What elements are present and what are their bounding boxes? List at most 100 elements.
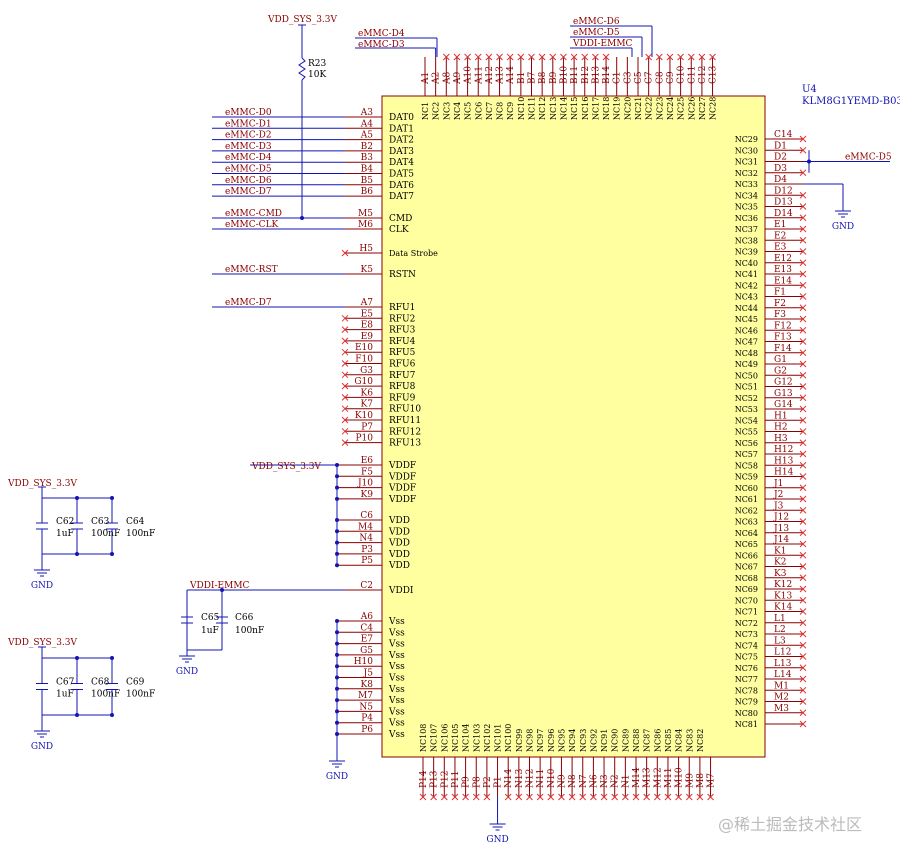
pin-name: NC31 — [735, 158, 758, 167]
pin-number: N7 — [579, 774, 589, 788]
pin-number: M9 — [685, 773, 695, 788]
pin-number: K12 — [774, 580, 792, 590]
pin-name: Vss — [388, 674, 405, 684]
pin-name: NC62 — [735, 506, 758, 515]
no-connect-mark — [799, 518, 807, 525]
pin-number: F2 — [774, 299, 786, 309]
pin-name: VDDI — [388, 586, 414, 596]
pin-name: NC16 — [581, 97, 590, 120]
junction-dot — [300, 216, 304, 220]
pin-number: P14 — [419, 770, 429, 788]
ground-label: GND — [176, 667, 198, 677]
pin-number: K1 — [774, 546, 786, 556]
no-connect-mark — [799, 495, 807, 503]
no-connect-mark — [341, 348, 349, 356]
pin-name: NC105 — [451, 724, 460, 752]
no-connect-mark — [799, 720, 807, 728]
no-connect-mark — [799, 405, 807, 413]
component-value: 1uF — [56, 690, 74, 700]
pin-number: E8 — [361, 321, 374, 331]
no-connect-mark — [462, 793, 469, 801]
no-connect-mark — [675, 793, 682, 801]
pin-number: C7 — [645, 71, 655, 84]
pin-name: NC84 — [675, 729, 684, 752]
pin-name: Vss — [388, 707, 405, 717]
no-connect-mark — [799, 641, 807, 649]
pin-name: NC99 — [515, 729, 524, 752]
no-connect-mark — [799, 270, 807, 278]
no-connect-mark — [707, 793, 714, 801]
pin-name: NC56 — [735, 439, 758, 448]
pin-number: C3 — [623, 71, 633, 84]
pin-name: NC102 — [483, 724, 492, 752]
pin-number: A12 — [485, 66, 495, 85]
no-connect-mark — [799, 574, 807, 582]
junction-dot — [335, 664, 339, 669]
pin-name: NC81 — [735, 720, 758, 729]
no-connect-mark — [687, 53, 695, 61]
no-connect-mark — [590, 793, 597, 801]
no-connect-mark — [643, 793, 651, 801]
pin-number: M7 — [358, 691, 373, 701]
pin-number: G10 — [354, 377, 373, 387]
pin-name: Vss — [388, 628, 405, 638]
pin-number: J3 — [773, 501, 784, 511]
pin-number: B8 — [538, 71, 548, 84]
pin-number: A1 — [421, 72, 431, 85]
resistor-r23 — [298, 57, 306, 81]
no-connect-mark — [799, 236, 807, 244]
pin-number: A10 — [464, 66, 474, 85]
pin-number: L1 — [774, 614, 786, 624]
pin-number: D14 — [774, 209, 793, 219]
net-label: eMMC-D5 — [573, 28, 620, 38]
no-connect-mark — [799, 551, 807, 559]
pin-name: NC53 — [735, 405, 758, 414]
net-label: eMMC-D3 — [225, 142, 272, 152]
pin-number: E7 — [361, 635, 374, 645]
pin-name: NC73 — [735, 630, 758, 639]
pin-number: F10 — [355, 355, 373, 365]
pin-number: C9 — [666, 71, 676, 84]
pin-name: NC10 — [517, 97, 526, 120]
pin-number: H3 — [774, 434, 788, 444]
pin-name: NC61 — [735, 495, 758, 504]
chip-body — [381, 95, 766, 758]
pin-number: A14 — [506, 66, 516, 85]
pin-number: B12 — [581, 66, 591, 84]
no-connect-mark — [799, 664, 807, 672]
pin-name: NC17 — [591, 97, 600, 120]
pin-name: NC41 — [735, 270, 758, 279]
no-connect-mark — [341, 416, 349, 424]
pin-number: M3 — [774, 704, 789, 714]
no-connect-mark — [799, 338, 807, 345]
no-connect-mark — [799, 304, 807, 312]
pin-name: NC64 — [735, 529, 758, 538]
component-ref: R23 — [308, 59, 327, 69]
junction-dot — [335, 496, 339, 501]
pin-name: NC98 — [526, 729, 535, 752]
component-designator: U4 — [802, 84, 817, 95]
junction-dot — [335, 732, 339, 736]
pin-name: NC8 — [496, 102, 505, 120]
no-connect-mark — [799, 281, 807, 289]
pin-number: E2 — [774, 231, 786, 241]
no-connect-mark — [341, 314, 349, 322]
pin-name: RSTN — [389, 270, 416, 280]
no-connect-mark — [799, 563, 807, 570]
pin-name: NC74 — [735, 641, 758, 650]
no-connect-mark — [592, 53, 599, 61]
pin-number: C14 — [774, 130, 793, 140]
pin-number: M4 — [358, 522, 373, 532]
pin-number: H14 — [774, 468, 794, 478]
pin-number: A3 — [360, 108, 373, 118]
pin-name: NC95 — [557, 729, 566, 752]
pin-name: NC82 — [696, 729, 705, 752]
no-connect-mark — [440, 793, 448, 801]
pin-number: P10 — [355, 434, 373, 444]
junction-dot — [335, 529, 339, 534]
component-ref: C65 — [201, 613, 220, 623]
pin-number: B5 — [361, 176, 374, 186]
component-ref: C69 — [126, 678, 145, 688]
pin-name: RFU11 — [389, 416, 421, 426]
pin-number: C4 — [360, 623, 373, 633]
